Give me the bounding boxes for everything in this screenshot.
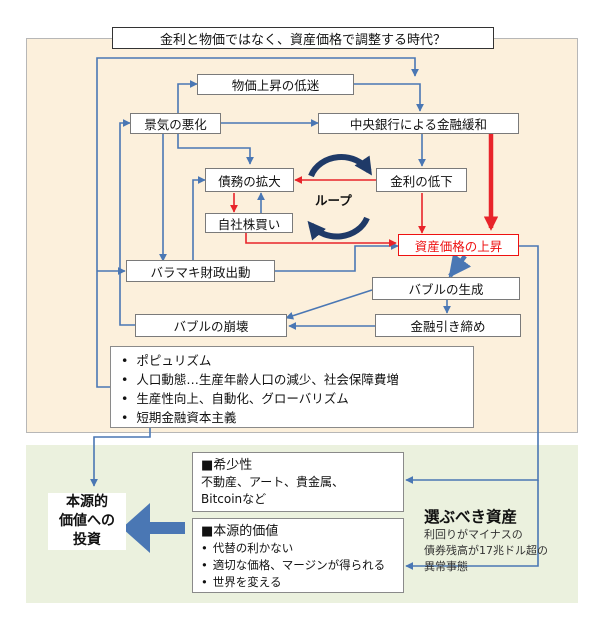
scarcity-line: 不動産、アート、貴金属、 bbox=[201, 475, 345, 489]
burst-to-recession-arrow bbox=[119, 119, 135, 326]
node-rate-down: 金利の低下 bbox=[376, 168, 467, 192]
fiscal-to-asset-arrow bbox=[275, 242, 399, 272]
intrinsic-item: 世界を変える bbox=[211, 574, 395, 591]
loop-label: ループ bbox=[315, 193, 352, 208]
invest-line: 本源的 bbox=[66, 494, 108, 510]
loop-upper-arrow bbox=[308, 154, 372, 178]
intrinsic-head: ■本源的価値 bbox=[201, 524, 279, 539]
invest-line: 投資 bbox=[73, 532, 101, 548]
bubble-to-burst-arrow bbox=[285, 289, 373, 320]
factor-item: 人口動態…生産年齢人口の減少、社会保障費増 bbox=[133, 370, 465, 389]
node-bubble-form: バブルの生成 bbox=[372, 277, 520, 300]
node-debt: 債務の拡大 bbox=[205, 168, 294, 192]
intrinsic-item: 代替の利かない bbox=[211, 540, 395, 557]
intrinsic-item: 適切な価格、マージンが得られる bbox=[211, 557, 395, 574]
loop-lower-arrow bbox=[307, 216, 370, 241]
scarcity-line: Bitcoinなど bbox=[201, 492, 267, 506]
node-easing: 中央銀行による金融緩和 bbox=[318, 113, 519, 134]
invest-line: 価値への bbox=[59, 513, 115, 529]
select-assets-title: 選ぶべき資産 bbox=[424, 508, 518, 526]
node-buyback: 自社株買い bbox=[205, 213, 293, 233]
factors-list: ポピュリズム 人口動態…生産年齢人口の減少、社会保障費増 生産性向上、自動化、グ… bbox=[110, 346, 474, 428]
invest-big-arrow bbox=[122, 503, 185, 553]
negative-yield-note: 利回りがマイナスの 債券残高が17兆ドル超の 異常事態 bbox=[424, 527, 548, 575]
intrinsic-card: ■本源的価値 代替の利かない 適切な価格、マージンが得られる 世界を変える bbox=[192, 518, 404, 593]
invest-label: 本源的 価値への 投資 bbox=[48, 493, 126, 550]
node-asset-up: 資産価格の上昇 bbox=[398, 234, 519, 256]
diagram-title: 金利と物価ではなく、資産価格で調整する時代？ bbox=[112, 27, 494, 49]
note-line: 異常事態 bbox=[424, 560, 468, 573]
feedback-to-price-arrow bbox=[96, 57, 419, 388]
note-line: 債券残高が17兆ドル超の bbox=[424, 544, 548, 557]
node-recession: 景気の悪化 bbox=[130, 113, 221, 134]
note-line: 利回りがマイナスの bbox=[424, 528, 523, 541]
factor-item: 短期金融資本主義 bbox=[133, 408, 465, 427]
fiscal-to-debt-arrow bbox=[192, 176, 206, 262]
asset-to-scarcity-arrow bbox=[405, 245, 539, 484]
node-fiscal: バラマキ財政出動 bbox=[126, 260, 275, 282]
node-price-slump: 物価上昇の低迷 bbox=[197, 74, 354, 95]
scarcity-head: ■希少性 bbox=[201, 458, 253, 473]
asset-to-bubble-arrow bbox=[448, 253, 472, 278]
recession-to-debt-arrow bbox=[177, 134, 254, 165]
factor-item: 生産性向上、自動化、グローバリズム bbox=[133, 389, 465, 408]
node-tightening: 金融引き締め bbox=[375, 314, 521, 337]
price-to-easing-arrow bbox=[354, 83, 424, 112]
node-bubble-burst: バブルの崩壊 bbox=[135, 314, 287, 337]
factors-to-invest-arrow bbox=[90, 428, 151, 487]
asset-to-intrinsic-arrow bbox=[405, 480, 539, 570]
buyback-to-asset-arrow bbox=[245, 233, 397, 247]
scarcity-card: ■希少性 不動産、アート、貴金属、 Bitcoinなど bbox=[192, 452, 404, 512]
factor-item: ポピュリズム bbox=[133, 351, 465, 370]
recession-to-price-arrow bbox=[177, 80, 198, 113]
